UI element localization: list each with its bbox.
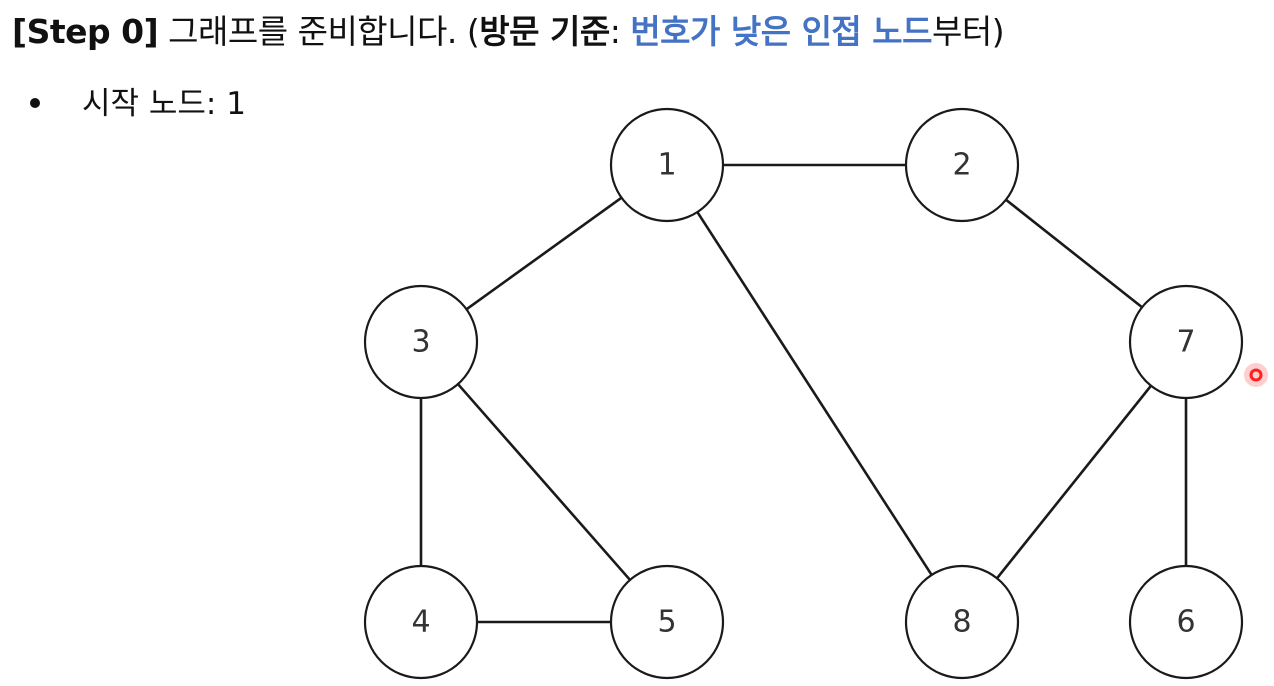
edge-1-3	[465, 196, 623, 311]
title-colon: :	[609, 12, 631, 51]
node-1: 1	[609, 107, 725, 223]
node-4: 4	[363, 564, 479, 680]
node-circle	[904, 107, 1020, 223]
node-label: 8	[952, 605, 971, 640]
criterion-value: 번호가 낮은 인접 노드	[630, 12, 933, 51]
start-node-bullet: 시작 노드: 1	[30, 82, 246, 126]
node-label: 7	[1176, 325, 1195, 360]
node-label: 4	[411, 605, 430, 640]
step-label: [Step 0]	[12, 12, 159, 51]
node-7: 7	[1128, 284, 1244, 400]
node-circle	[609, 107, 725, 223]
node-circle	[609, 564, 725, 680]
edge-7-8	[995, 384, 1153, 580]
cursor-pointer-icon	[1244, 363, 1268, 387]
nodes-layer: 1 2 3 4 5 6 7 8	[363, 107, 1244, 680]
node-label: 2	[952, 148, 971, 183]
title-suffix: 부터)	[932, 12, 1005, 51]
edge-1-8	[696, 210, 933, 577]
title-text: 그래프를 준비합니다. (	[158, 12, 480, 51]
node-8: 8	[904, 564, 1020, 680]
node-circle	[1128, 284, 1244, 400]
node-3: 3	[363, 284, 479, 400]
criterion-label: 방문 기준	[479, 12, 610, 51]
edge-3-5	[456, 382, 632, 582]
bullet-icon	[30, 97, 40, 108]
edges-layer	[419, 163, 1188, 624]
node-6: 6	[1128, 564, 1244, 680]
node-2: 2	[904, 107, 1020, 223]
edge-2-7	[1004, 198, 1144, 309]
slide-title: [Step 0] 그래프를 준비합니다. (방문 기준: 번호가 낮은 인접 노…	[12, 10, 1005, 54]
node-label: 1	[657, 148, 676, 183]
start-node-text: 시작 노드: 1	[82, 86, 246, 122]
node-label: 5	[657, 605, 676, 640]
node-label: 6	[1176, 605, 1195, 640]
node-circle	[363, 284, 479, 400]
node-circle	[363, 564, 479, 680]
node-label: 3	[411, 325, 430, 360]
node-circle	[904, 564, 1020, 680]
node-circle	[1128, 564, 1244, 680]
node-5: 5	[609, 564, 725, 680]
